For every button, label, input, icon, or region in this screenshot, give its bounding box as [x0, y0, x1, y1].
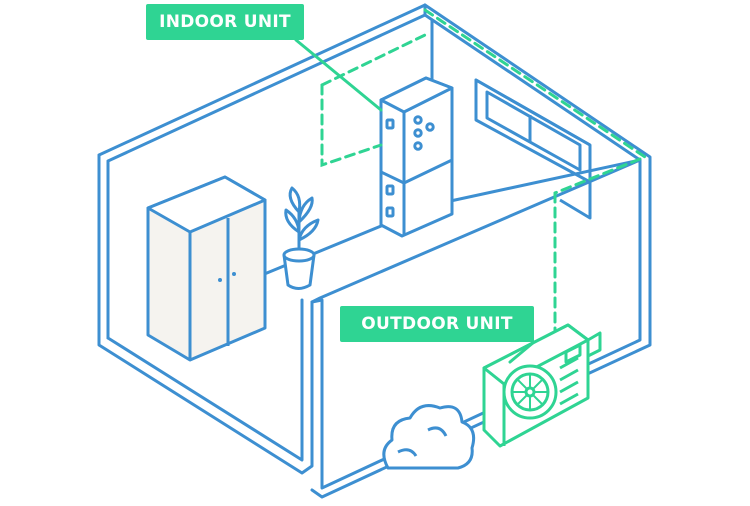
potted-plant — [282, 186, 320, 290]
leader-lines — [294, 38, 536, 364]
outdoor-unit — [482, 323, 602, 448]
indoor-unit — [379, 76, 454, 238]
bush — [382, 404, 476, 470]
outdoor-unit-label: OUTDOOR UNIT — [340, 306, 534, 342]
right-wall — [310, 3, 652, 499]
indoor-leader — [294, 38, 383, 112]
indoor-unit-label: INDOOR UNIT — [146, 4, 304, 40]
window — [474, 78, 592, 220]
outdoor-leader — [508, 340, 536, 364]
floor — [106, 158, 642, 490]
roof-pipe-left — [320, 33, 427, 87]
roof-pipe — [423, 8, 649, 195]
room-structure — [97, 3, 652, 499]
wardrobe — [146, 175, 267, 362]
indoor-vertical-pipe — [320, 83, 383, 168]
